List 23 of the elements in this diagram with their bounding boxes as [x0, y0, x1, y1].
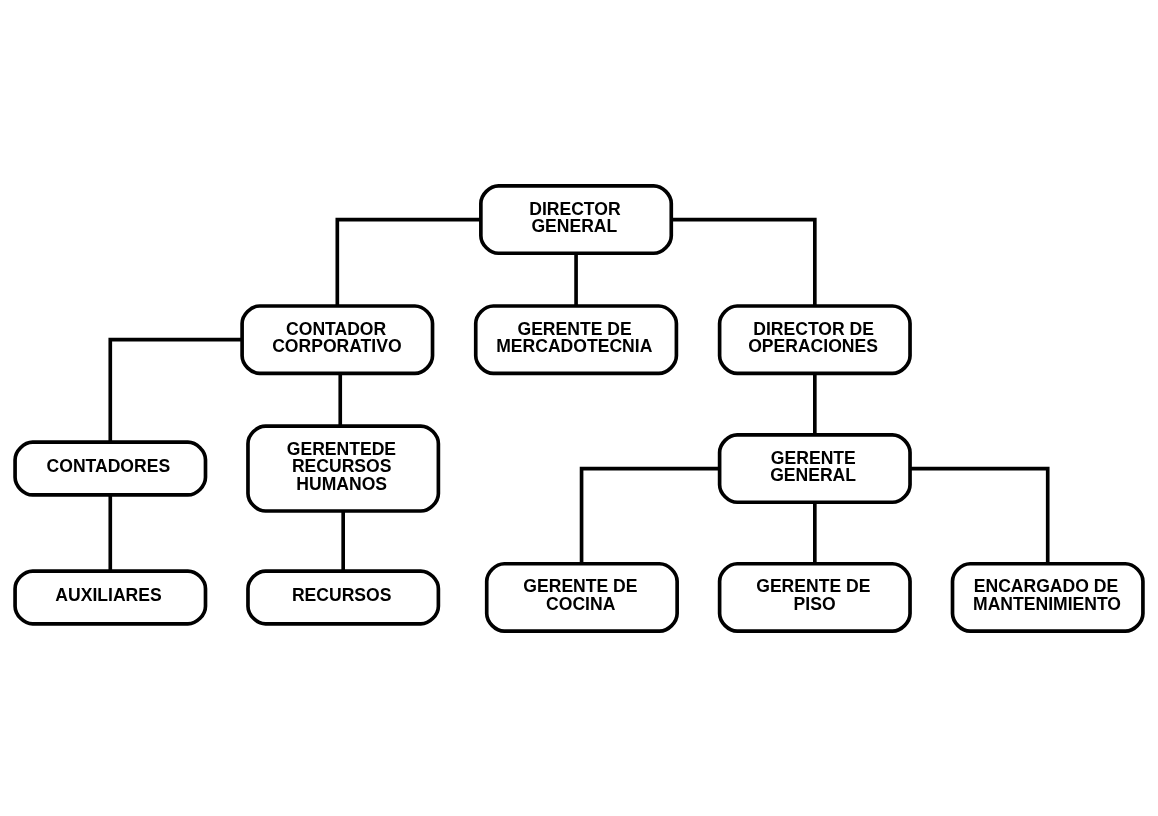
- node-box: ENCARGADO DE MANTENIMIENTO: [950, 561, 1145, 633]
- connector: [108, 494, 113, 571]
- node-box: CONTADOR CORPORATIVO: [240, 303, 435, 375]
- node-box: DIRECTOR GENERAL: [479, 183, 674, 255]
- connector: [671, 217, 817, 306]
- node-box: GERENTE DE PISO: [717, 561, 912, 633]
- node-box: AUXILIARES: [13, 568, 208, 626]
- connector: [813, 501, 817, 563]
- node-box: GERENTEDE RECURSOS HUMANOS: [246, 423, 441, 513]
- connector: [574, 253, 578, 306]
- node-box: RECURSOS: [246, 568, 441, 626]
- connector: [341, 510, 345, 571]
- connector: [579, 466, 720, 564]
- node-box: GERENTE DE MERCADOTECNIA: [473, 303, 679, 375]
- connector: [338, 373, 343, 426]
- node-box: GERENTE DE COCINA: [484, 561, 679, 633]
- node-box: CONTADORES: [13, 439, 208, 497]
- connector: [108, 337, 242, 442]
- node-box: DIRECTOR DE OPERACIONES: [717, 303, 912, 375]
- node-box: GERENTE GENERAL: [717, 432, 912, 504]
- connector: [335, 217, 481, 306]
- connector: [910, 466, 1050, 564]
- connector: [813, 373, 817, 434]
